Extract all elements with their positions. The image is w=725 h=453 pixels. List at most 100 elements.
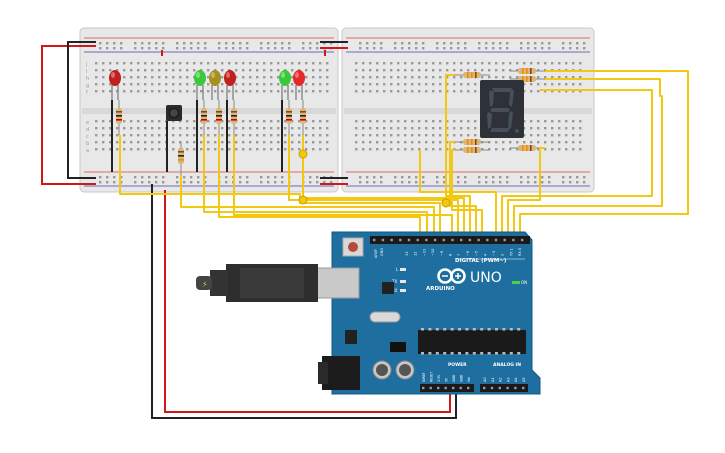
breadboard-hole bbox=[137, 90, 140, 93]
breadboard-hole bbox=[137, 134, 140, 137]
power-jack bbox=[318, 356, 360, 390]
breadboard-hole bbox=[572, 148, 575, 151]
wire-gnd-to-arduino[interactable] bbox=[151, 184, 457, 419]
breadboard-hole bbox=[418, 148, 421, 151]
breadboard-hole bbox=[537, 76, 540, 79]
resistor-2[interactable] bbox=[201, 100, 207, 135]
rail-hole bbox=[134, 47, 137, 50]
resistor-6[interactable] bbox=[300, 100, 306, 135]
rail-hole bbox=[394, 42, 397, 45]
breadboard-hole bbox=[249, 148, 252, 151]
wire-segment-e[interactable] bbox=[513, 78, 663, 238]
breadboard-hole bbox=[291, 76, 294, 79]
led-5[interactable] bbox=[279, 70, 291, 100]
rail-hole bbox=[148, 47, 151, 50]
rail-hole bbox=[408, 176, 411, 179]
breadboard-hole bbox=[193, 120, 196, 123]
wire-segment-g[interactable] bbox=[501, 89, 653, 238]
rail-hole bbox=[113, 47, 116, 50]
wire-segment-c[interactable] bbox=[451, 149, 483, 238]
breadboard-hole bbox=[383, 148, 386, 151]
on-led: ON bbox=[512, 280, 527, 285]
breadboard-hole bbox=[411, 83, 414, 86]
wire-ground-loop-black[interactable] bbox=[67, 41, 96, 179]
breadboard-hole bbox=[544, 148, 547, 151]
led-2[interactable] bbox=[194, 70, 206, 100]
breadboard-hole bbox=[158, 134, 161, 137]
breadboard-hole bbox=[109, 134, 112, 137]
breadboard-hole bbox=[355, 69, 358, 72]
chip-pin bbox=[443, 328, 447, 331]
wire-signal-led5[interactable] bbox=[288, 135, 459, 238]
analog-pin-label: A1 bbox=[491, 377, 495, 382]
breadboard-hole bbox=[319, 69, 322, 72]
breadboard-hole bbox=[109, 127, 112, 130]
seven-segment-display[interactable] bbox=[480, 80, 524, 138]
led-6[interactable] bbox=[293, 70, 305, 100]
wire-segment-d[interactable] bbox=[519, 70, 689, 238]
breadboard-hole bbox=[179, 127, 182, 130]
segment-resistor-4[interactable] bbox=[455, 139, 490, 145]
arduino-uno[interactable]: ⚡ AREF GND 13 12 ~11 ~10 ~9 8 7 ~6 ~5 4 bbox=[196, 231, 541, 395]
wire-segment-common[interactable] bbox=[419, 150, 497, 238]
rail-hole bbox=[204, 176, 207, 179]
resistor-pushbutton[interactable] bbox=[178, 142, 184, 175]
rail-hole bbox=[176, 181, 179, 184]
wire-5v-to-arduino[interactable] bbox=[164, 190, 451, 413]
breadboard-hole bbox=[481, 76, 484, 79]
wire-signal-button[interactable] bbox=[180, 175, 435, 238]
breadboard-hole bbox=[418, 134, 421, 137]
rail-hole bbox=[155, 47, 158, 50]
led-1[interactable] bbox=[109, 70, 121, 100]
breadboard-hole bbox=[305, 90, 308, 93]
breadboard-hole bbox=[446, 83, 449, 86]
analog-pin-label: A2 bbox=[499, 377, 503, 382]
resistor-1[interactable] bbox=[116, 100, 122, 135]
rail-hole bbox=[457, 176, 460, 179]
resistor-4[interactable] bbox=[231, 100, 237, 135]
wire-signal-led4[interactable] bbox=[233, 135, 453, 238]
led-3[interactable] bbox=[209, 70, 221, 100]
segment-resistor-5[interactable] bbox=[455, 147, 490, 153]
breadboard-hole bbox=[390, 120, 393, 123]
breadboard-hole bbox=[355, 62, 358, 65]
breadboard-hole bbox=[263, 69, 266, 72]
breadboard-hole bbox=[221, 120, 224, 123]
breadboard-hole bbox=[537, 90, 540, 93]
breadboard-hole bbox=[537, 83, 540, 86]
icsp-header bbox=[390, 342, 406, 352]
resistor-3[interactable] bbox=[216, 100, 222, 135]
segment-resistor-2[interactable] bbox=[510, 68, 545, 74]
pushbutton[interactable] bbox=[166, 105, 182, 121]
breadboard-hole bbox=[298, 141, 301, 144]
breadboard-hole bbox=[242, 120, 245, 123]
chip-pin bbox=[480, 352, 484, 355]
wire-segment-b[interactable] bbox=[449, 141, 477, 238]
rail-hole bbox=[232, 47, 235, 50]
rail-hole bbox=[359, 176, 362, 179]
power-pin-hole bbox=[422, 386, 425, 390]
breadboard-hole bbox=[291, 127, 294, 130]
svg-text:RX: RX bbox=[392, 288, 398, 293]
resistor-5[interactable] bbox=[286, 100, 292, 135]
breadboard-hole bbox=[383, 76, 386, 79]
wire-signal-led3[interactable] bbox=[218, 135, 421, 238]
breadboard-hole bbox=[312, 90, 315, 93]
rail-hole bbox=[239, 176, 242, 179]
breadboard-hole bbox=[102, 127, 105, 130]
breadboard-hole bbox=[572, 90, 575, 93]
breadboard-hole bbox=[130, 127, 133, 130]
led-4[interactable] bbox=[224, 70, 236, 100]
wire-signal-led2[interactable] bbox=[203, 135, 428, 238]
breadboard-hole bbox=[544, 134, 547, 137]
wire-signal-led6[interactable] bbox=[302, 135, 465, 238]
wire-segment-f[interactable] bbox=[507, 147, 545, 238]
breadboard-hole bbox=[558, 90, 561, 93]
rail-hole bbox=[218, 47, 221, 50]
breadboard-hole bbox=[179, 83, 182, 86]
breadboard-hole bbox=[242, 141, 245, 144]
segment-resistor-1[interactable] bbox=[455, 72, 490, 78]
reset-button[interactable] bbox=[342, 237, 364, 257]
rail-hole bbox=[401, 181, 404, 184]
rail-hole bbox=[267, 176, 270, 179]
